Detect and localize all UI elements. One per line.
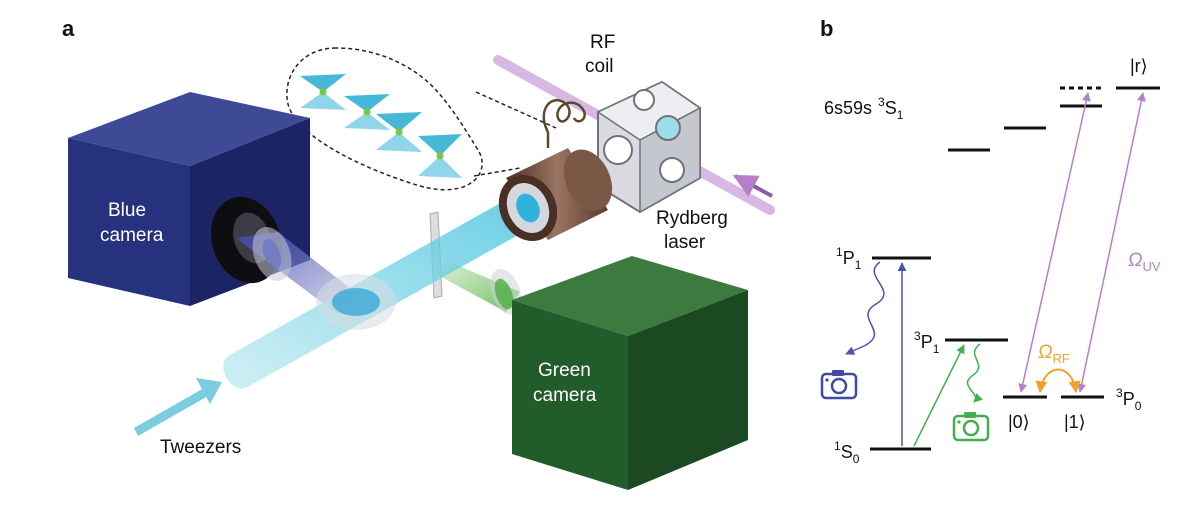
- rf-arrow: [1035, 368, 1081, 394]
- rydberg-laser-label-line2: laser: [664, 232, 706, 253]
- objective-lens: [498, 148, 613, 242]
- singlet-p1-label: 1P1: [836, 245, 862, 272]
- tweezers-label: Tweezers: [160, 437, 241, 458]
- green-camera: [512, 256, 748, 490]
- ground-s0-label: 1S0: [834, 439, 860, 466]
- ket1-label: |1⟩: [1064, 412, 1086, 432]
- rf-coil: [542, 98, 586, 148]
- blue-camera-label-line2: camera: [100, 225, 164, 246]
- tweezer-1: [300, 74, 346, 110]
- panel-label-b: b: [820, 16, 833, 41]
- tweezer-array-inset: [286, 47, 557, 191]
- tweezer-3: [376, 112, 422, 152]
- rf-coil-label-line2: coil: [585, 56, 614, 77]
- blue-camera-label-line1: Blue: [108, 200, 146, 221]
- r-ket-label: |r⟩: [1130, 56, 1148, 76]
- blue-camera-icon: [820, 370, 858, 400]
- tweezer-4: [418, 134, 462, 178]
- triplet-p1-label: 3P1: [914, 329, 940, 356]
- rf-coil-label-line1: RF: [590, 32, 615, 53]
- rydberg-laser-label-line1: Rydberg: [656, 208, 728, 229]
- uv-arrow-0: [1018, 92, 1091, 393]
- panel-label-a: a: [62, 16, 75, 41]
- blue-fluorescence-arrow: [845, 261, 885, 355]
- green-camera-label-line2: camera: [533, 385, 597, 406]
- green-camera-label-line1: Green: [538, 360, 591, 381]
- green-excitation-arrow: [913, 344, 965, 447]
- tweezer-beam: [223, 192, 534, 389]
- ket0-label: |0⟩: [1008, 412, 1030, 432]
- glass-cell: [596, 80, 702, 214]
- tweezer-2: [344, 94, 390, 130]
- green-fluorescence-arrow: [966, 343, 983, 403]
- omega-rf-label: ΩRF: [1038, 342, 1070, 366]
- green-camera-icon: [952, 412, 990, 442]
- uv-arrow-1: [1077, 92, 1146, 393]
- omega-uv-label: ΩUV: [1128, 250, 1161, 274]
- tweezers-arrow: [133, 378, 222, 436]
- triplet-p0-label: 3P0: [1116, 386, 1142, 413]
